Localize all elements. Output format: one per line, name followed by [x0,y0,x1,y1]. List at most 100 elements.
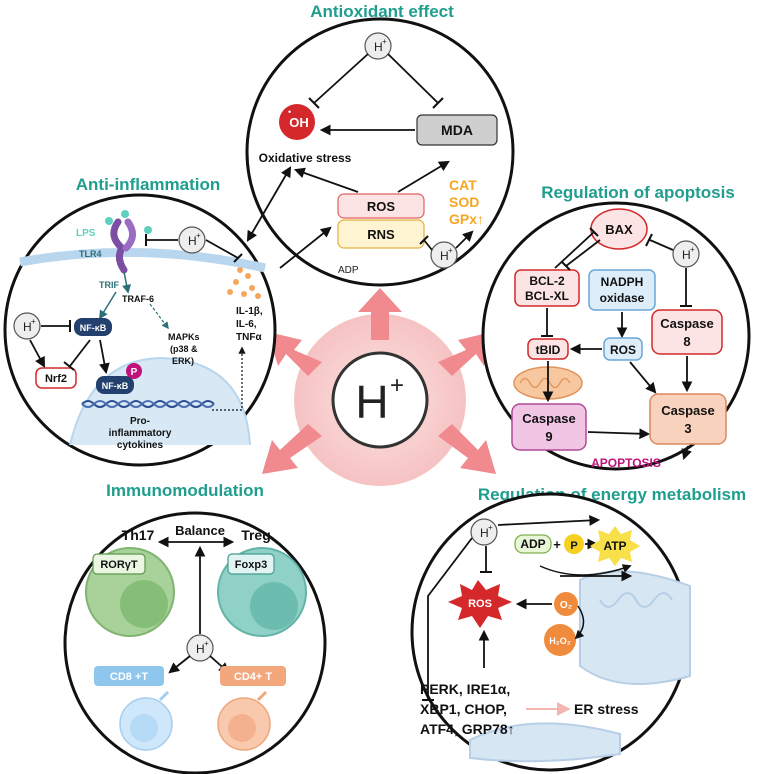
pink-arrows [262,288,496,474]
cytokine-label-1: IL-1β, [236,306,263,317]
h2o2-label: H₂O₂ [549,636,571,646]
hplus-node-energy [470,518,498,546]
hplus-node-immune [186,634,214,662]
er-list-line-3: ATF4, GRP78↑ [420,721,515,737]
nrf2-label: Nrf2 [45,373,67,385]
apoptosis-outcome-label: APOPTOSIS [591,456,661,470]
lps-label: LPS [76,228,96,239]
ros-energy-burst-icon [448,580,512,628]
o2-icon [554,592,578,616]
caspase3-box [649,393,727,445]
apoptosis-title: Regulation of apoptosis [541,183,735,202]
gpx-label: GPx↑ [449,211,484,227]
cytokine-label-2: IL-6, [236,319,257,330]
nfkb-nuclear-label: NF-κB [102,381,129,391]
hplus-label: H [23,320,32,334]
atp-label: ATP [603,539,626,553]
oxidative-stress-label: Oxidative stress [259,151,352,165]
inflam-ros-arrow [279,226,332,269]
apoptosis-panel: BAX H + BCL-2 BCL-XL NADPH oxidase tBID … [511,208,727,470]
sod-label: SOD [449,194,479,210]
o2-label: O₂ [560,600,572,611]
bcl2-label: BCL-2 [529,274,565,288]
antioxidant-panel: H + • OH MDA Oxidative stress ROS RNS H … [259,32,498,276]
plus-label: + [553,537,561,552]
nadph-label-1: NADPH [601,275,644,289]
h2o2-icon [544,624,576,656]
anti-inflammation-panel: LPS TLR4 H + IL-1β, IL-6, TNFα TRIF TRAF… [13,210,266,451]
hplus-node-nfkb [13,312,41,340]
caspase9-label-2: 9 [545,429,552,444]
pro-label-1: Pro- [130,416,150,427]
hplus-label: H [188,234,197,248]
caspase3-label-2: 3 [684,421,691,436]
foxp3-box [227,553,275,575]
tbid-box [527,338,569,360]
mda-box [416,114,498,146]
caspase9-box [511,403,587,451]
ros-label: ROS [367,199,396,214]
hplus-node-apoptosis [672,240,700,268]
caspase8-label-2: 8 [683,334,690,349]
mapks-label-2: (p38 & [170,344,198,354]
cd8-box [94,666,164,686]
oh-dot: • [288,107,291,117]
center-h-label: H [355,376,388,428]
nfkb-label: NF-κB [80,323,107,333]
cd4-box [220,666,286,686]
immunomodulation-title: Immunomodulation [106,481,264,500]
cytokine-label-3: TNFα [236,332,262,343]
ros-apoptosis-box [603,337,643,361]
pro-label-3: cytokines [117,440,164,451]
adp-label: ADP [338,265,359,276]
mapks-label-1: MAPKs [168,332,200,342]
atp-burst-icon [590,526,640,566]
treg-label: Treg [241,527,271,543]
phosphate-energy-label: P [570,540,577,552]
rns-label: RNS [367,227,395,242]
rorgt-label: RORγT [100,559,138,571]
mitochondrion-bg-icon [579,570,691,685]
pro-label-2: inflammatory [109,428,172,439]
center-h-sup: + [390,372,404,399]
nadph-label-2: oxidase [600,291,645,305]
traf6-label: TRAF-6 [122,294,154,304]
hplus-sup: + [382,37,387,46]
dna-icon [81,400,215,408]
rorgt-box [92,553,146,575]
ros-box [337,193,425,219]
anti-inflammation-title: Anti-inflammation [76,175,221,194]
hydroxyl-radical-node [279,104,315,140]
hplus-label: H [440,249,449,263]
er-list-line-2: XBP1, CHOP, [420,701,507,717]
phosphate-energy-icon [564,534,584,554]
bclxl-label: BCL-XL [525,289,569,303]
caspase9-label-1: Caspase [522,411,575,426]
th17-label: Th17 [122,527,155,543]
bcl2-box [514,269,580,307]
hplus-label: H [196,642,205,656]
antioxidant-title: Antioxidant effect [310,2,454,21]
nrf2-box [35,367,77,389]
phosphate-label: P [131,367,138,378]
bax-label: BAX [605,222,633,237]
nfkb-node [74,318,112,336]
antioxidant-circle [245,17,515,287]
ros-energy-label: ROS [468,598,492,610]
hplus-node [364,32,392,60]
cytokine-dots [227,267,261,299]
adp-energy-label: ADP [520,537,545,551]
hplus-sup: + [488,523,493,532]
caspase3-label-1: Caspase [661,403,714,418]
ros-apoptosis-label: ROS [610,343,636,357]
hplus-label: H [374,40,383,54]
tlr4-receptor-icon [110,218,128,274]
mapks-label-3: ERK) [172,356,194,366]
rns-box [337,219,425,249]
tlr4-label: TLR4 [79,249,102,259]
hplus-sup: + [690,245,695,254]
cat-label: CAT [449,177,477,193]
hplus-sup: + [448,246,453,255]
energy-panel: H + ADP + P ATP ROS O₂ H₂O₂ PERK, IRE1α,… [420,515,691,763]
